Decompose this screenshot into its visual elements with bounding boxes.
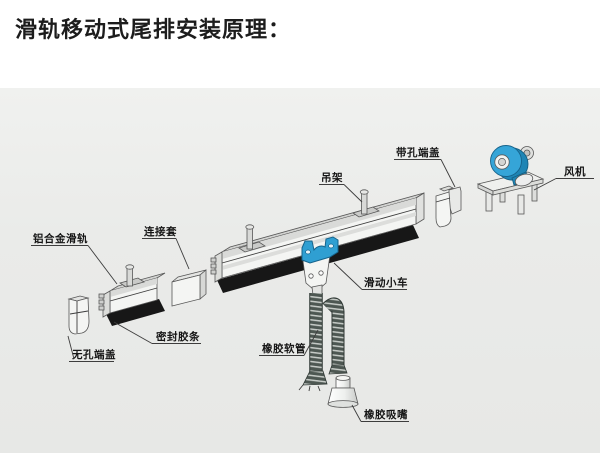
label-text-seal-strip: 密封胶条 (156, 330, 200, 343)
rubber-nozzle-part (327, 375, 359, 408)
label-text-rubber-hose: 橡胶软管 (262, 342, 306, 355)
label-fan: 风机 (533, 165, 594, 191)
label-seal-strip: 密封胶条 (113, 321, 201, 344)
label-leader (351, 404, 362, 422)
main-rail-tab (210, 257, 217, 263)
label-text-fan: 风机 (564, 165, 586, 178)
small-rail-tab (98, 299, 105, 305)
label-text-connector-sleeve: 连接套 (144, 225, 177, 238)
label-blank-end-cap: 无孔端盖 (67, 335, 116, 362)
label-aluminum-rail: 铝合金滑轨 (31, 232, 118, 285)
label-leader (440, 159, 456, 188)
label-text-blank-end-cap: 无孔端盖 (71, 348, 116, 361)
label-leader (87, 245, 118, 285)
label-leader (175, 238, 190, 270)
label-text-hanger: 吊架 (321, 171, 343, 184)
small-rail-groove-band (110, 278, 157, 297)
small-rail-tab (98, 305, 105, 311)
hanger-bolt-left (238, 224, 266, 253)
small-rail-tab (98, 293, 105, 299)
small-rail-groove-line (109, 287, 158, 302)
main-rail-groove-band2 (222, 212, 416, 270)
hanger-bolt-right (352, 189, 380, 218)
small-rail-seal-strip (106, 299, 165, 326)
main-rail-tab (210, 269, 217, 275)
label-text-rubber-nozzle: 橡胶吸嘴 (364, 408, 408, 421)
label-leader (113, 321, 153, 344)
small-rail-bolt (119, 264, 145, 288)
label-leader (343, 184, 363, 203)
label-text-sliding-trolley: 滑动小车 (364, 276, 408, 289)
rubber-hose-right (322, 297, 348, 375)
main-rail-end-face (415, 192, 425, 225)
label-text-holed-end-cap: 带孔端盖 (396, 146, 440, 159)
holed-end-cap-part (435, 185, 462, 228)
label-leader (303, 329, 319, 356)
small-rail-section (98, 264, 166, 326)
label-leader (533, 178, 557, 191)
label-hanger: 吊架 (319, 171, 363, 203)
sliding-trolley-part (301, 236, 339, 264)
main-rail-groove-line (221, 208, 417, 264)
label-text-aluminum-rail: 铝合金滑轨 (33, 232, 88, 245)
fan-assembly (476, 145, 545, 215)
page-title: 滑轨移动式尾排安装原理： (15, 18, 292, 43)
label-leader (333, 262, 363, 290)
label-connector-sleeve: 连接套 (142, 225, 190, 270)
rubber-hose-left (298, 293, 328, 392)
fan-part (490, 145, 534, 187)
label-rubber-nozzle: 橡胶吸嘴 (351, 404, 409, 422)
blank-end-cap-part (67, 295, 90, 335)
main-rail-tab (210, 263, 217, 269)
connector-sleeve-part (171, 269, 207, 307)
label-rubber-hose: 橡胶软管 (259, 329, 319, 356)
label-sliding-trolley: 滑动小车 (333, 262, 408, 290)
label-holed-end-cap: 带孔端盖 (394, 146, 456, 188)
label-leader (67, 335, 75, 360)
